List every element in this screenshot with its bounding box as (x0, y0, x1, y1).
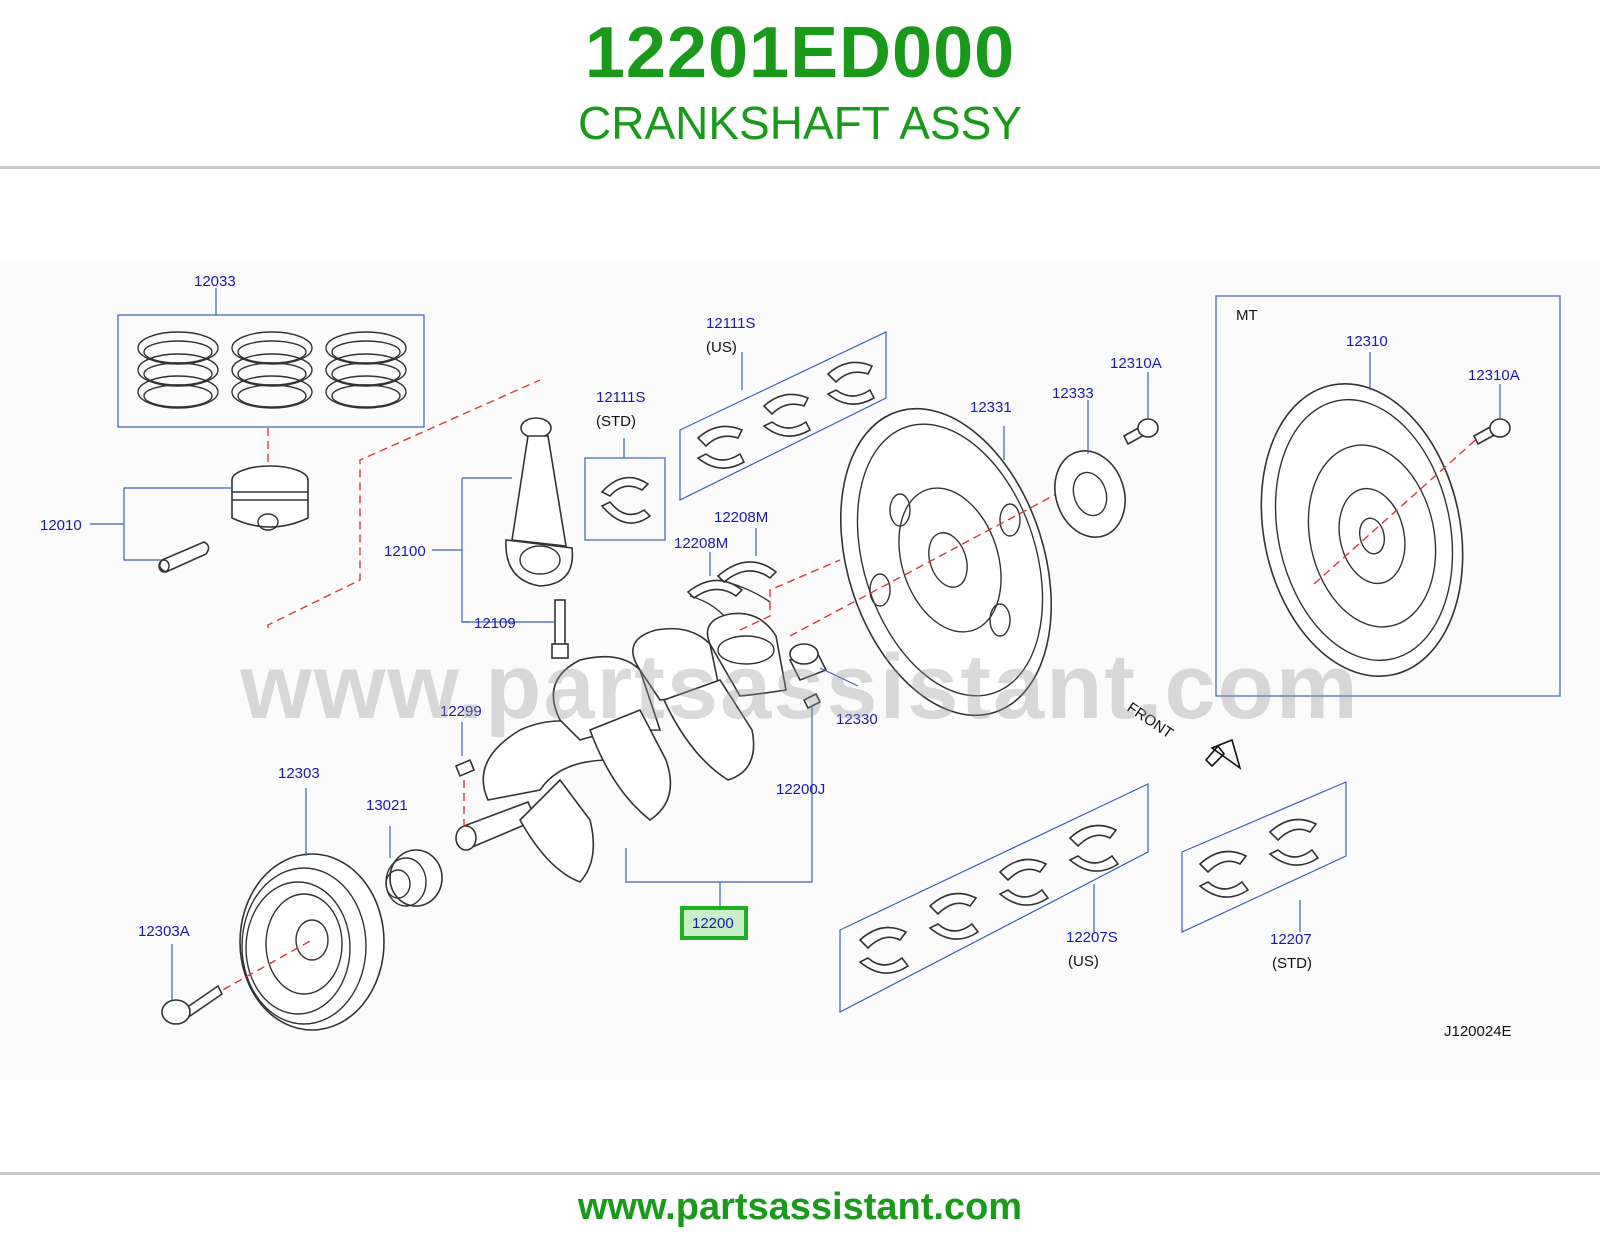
callout-12111s-std: 12111S (596, 389, 646, 406)
mt-label: MT (1236, 307, 1258, 324)
callout-12207s: 12207S (1066, 929, 1118, 946)
main-bearing-std (1198, 818, 1320, 898)
crankshaft (455, 612, 787, 883)
drive-plate (839, 407, 1053, 717)
part-title: CRANKSHAFT ASSY (578, 97, 1022, 149)
callout-13021: 13021 (366, 797, 408, 814)
callout-12303a: 12303A (138, 923, 190, 940)
diagram-code: J120024E (1444, 1023, 1512, 1040)
pulley-bolt (161, 984, 224, 1025)
callout-12207: 12207 (1270, 931, 1312, 948)
callout-12299: 12299 (440, 703, 482, 720)
front-label: FRONT (1124, 699, 1176, 742)
conrod-bearing-std (600, 476, 652, 524)
conrod-bolt (551, 599, 569, 659)
piston-rings (137, 331, 407, 409)
pilot-bushing (788, 643, 828, 682)
callout-12331: 12331 (970, 399, 1012, 416)
callout-12010: 12010 (40, 517, 82, 534)
flywheel (1260, 383, 1464, 677)
header-divider (0, 166, 1600, 169)
woodruff-key (454, 758, 476, 778)
front-arrow-icon (1204, 738, 1242, 770)
callout-12208m-a: 12208M (674, 535, 728, 552)
callout-12111s-us: 12111S (706, 315, 756, 332)
footer-url[interactable]: www.partsassistant.com (577, 1186, 1023, 1228)
footer-divider (0, 1172, 1600, 1175)
callout-12100: 12100 (384, 543, 426, 560)
main-bearing-us-box (839, 783, 1149, 1013)
piston (231, 465, 309, 531)
std-label-2: (STD) (1272, 955, 1312, 972)
part-number: 12201ED000 (584, 13, 1016, 93)
highlight-box-12200[interactable] (680, 906, 748, 940)
crank-sprocket (385, 849, 443, 907)
thrust-washers (686, 561, 778, 627)
callout-12333: 12333 (1052, 385, 1094, 402)
exploded-view: 12033 12010 (40, 273, 1561, 1040)
callout-12310a-b: 12310A (1468, 367, 1520, 384)
mt-flywheel-box (1215, 295, 1561, 697)
callout-12310: 12310 (1346, 333, 1388, 350)
flywheel-bolt (1472, 418, 1511, 446)
plate-bolt-a (1122, 418, 1159, 446)
crank-pulley (239, 853, 385, 1031)
conrod-bearing-us-box (679, 331, 887, 501)
conrod-bearing-std-box (584, 457, 666, 541)
connecting-rod (505, 417, 574, 587)
reinforcement-plate (1054, 450, 1126, 538)
callout-12200j: 12200J (776, 781, 825, 798)
page-header: 12201ED000 CRANKSHAFT ASSY (0, 0, 1600, 170)
callout-12310a-a: 12310A (1110, 355, 1162, 372)
callout-12109: 12109 (474, 615, 516, 632)
main-bearing-std-box (1181, 781, 1347, 933)
piston-rings-box (117, 314, 425, 428)
callout-12033: 12033 (194, 273, 236, 290)
callout-12303: 12303 (278, 765, 320, 782)
callout-12200[interactable]: 12200 (692, 915, 734, 932)
conrod-bearing-us (696, 361, 876, 469)
dowel-pin (802, 692, 822, 710)
parts-diagram: 12033 12010 (0, 260, 1600, 1080)
std-label-1: (STD) (596, 413, 636, 430)
main-bearing-us (858, 824, 1120, 974)
us-label-2: (US) (1068, 953, 1099, 970)
us-label-1: (US) (706, 339, 737, 356)
callout-12208m-b: 12208M (714, 509, 768, 526)
callout-12330: 12330 (836, 711, 878, 728)
piston-pin (158, 541, 210, 573)
